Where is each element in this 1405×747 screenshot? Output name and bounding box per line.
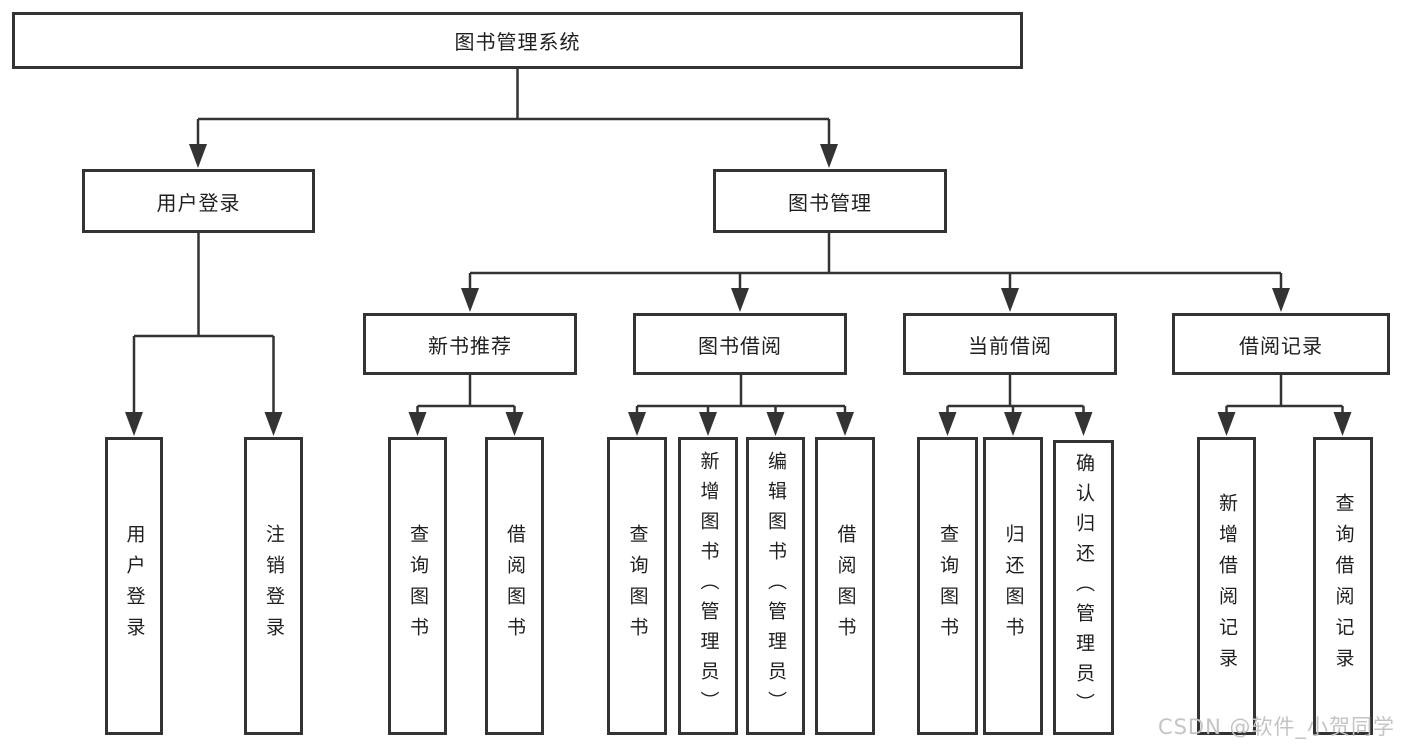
node-label: 借阅图书 [504, 524, 526, 648]
node-label: 查询借阅记录 [1332, 493, 1355, 679]
leaf-add-borrow-record: 新增借阅记录 [1197, 437, 1256, 735]
node-label: 新增图书（管理员） [697, 451, 720, 721]
node-label: 借阅图书 [834, 524, 857, 648]
node-label: 图书管理 [788, 190, 872, 215]
node-label: 用户登录 [156, 190, 241, 215]
node-root-system: 图书管理系统 [12, 12, 1023, 69]
arrowheads [125, 144, 1352, 436]
leaf-query-books-current: 查询图书 [917, 437, 978, 735]
node-label: 借阅记录 [1239, 333, 1323, 358]
node-label: 新增借阅记录 [1216, 493, 1238, 679]
leaf-logout: 注销登录 [244, 437, 303, 735]
leaf-borrow-books-recommend: 借阅图书 [485, 437, 544, 735]
leaf-edit-book-admin: 编辑图书（管理员） [746, 437, 805, 735]
csdn-watermark: CSDN @软件_小贺同学 [1157, 715, 1395, 739]
node-book-management: 图书管理 [713, 169, 947, 233]
node-label: 查询图书 [626, 524, 649, 648]
node-label: 注销登录 [263, 524, 285, 648]
node-label: 查询图书 [407, 524, 429, 648]
node-label: 新书推荐 [428, 333, 512, 358]
leaf-borrow-books: 借阅图书 [815, 437, 875, 735]
node-label: 归还图书 [1002, 524, 1025, 648]
node-new-book-recommend: 新书推荐 [363, 313, 577, 375]
node-label: 当前借阅 [968, 333, 1052, 358]
node-label: 用户登录 [123, 524, 146, 648]
leaf-query-books-borrow: 查询图书 [607, 437, 667, 735]
node-label: 编辑图书（管理员） [765, 451, 787, 721]
node-borrow-records: 借阅记录 [1172, 313, 1390, 375]
leaf-query-books-recommend: 查询图书 [388, 437, 447, 735]
node-label: 图书管理系统 [454, 30, 581, 54]
leaf-user-login: 用户登录 [105, 437, 163, 735]
leaf-return-book: 归还图书 [983, 437, 1043, 735]
node-user-login: 用户登录 [82, 169, 315, 233]
leaf-query-borrow-record: 查询借阅记录 [1313, 437, 1373, 735]
node-label: 图书借阅 [698, 333, 782, 358]
leaf-add-book-admin: 新增图书（管理员） [678, 437, 738, 735]
node-label: 确认归还（管理员） [1073, 452, 1095, 723]
leaf-confirm-return-admin: 确认归还（管理员） [1053, 440, 1114, 735]
node-label: 查询图书 [937, 524, 959, 648]
node-book-borrow: 图书借阅 [633, 313, 847, 375]
node-current-borrow: 当前借阅 [903, 313, 1117, 375]
